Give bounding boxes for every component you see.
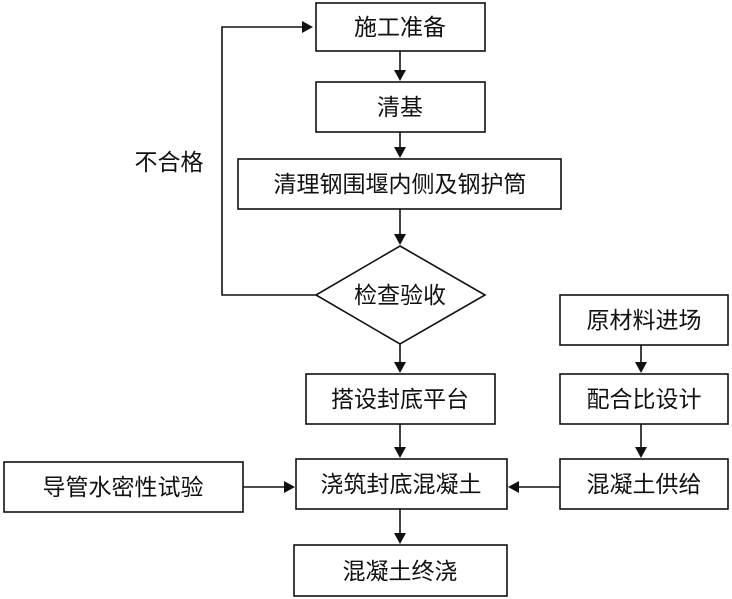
node-clear-base: 清基 (315, 81, 486, 133)
node-pour: 浇筑封底混凝土 (295, 458, 508, 510)
arrowhead (635, 447, 647, 458)
arrowhead (302, 21, 313, 33)
node-platform-label: 搭设封底平台 (331, 387, 469, 413)
node-materials-label: 原材料进场 (587, 308, 702, 334)
node-supply-label: 混凝土供给 (587, 472, 702, 498)
arrowhead (394, 447, 406, 458)
fail-label: 不合格 (135, 150, 204, 176)
node-conduit-test-label: 导管水密性试验 (43, 475, 204, 501)
node-clean-cofferdam-label: 清理钢围堰内侧及钢护筒 (274, 172, 527, 198)
node-finish-label: 混凝土终浇 (343, 559, 458, 585)
node-materials: 原材料进场 (559, 294, 729, 346)
arrowhead (394, 147, 406, 158)
arrowhead (284, 481, 295, 493)
edge-fail-loop (221, 26, 316, 296)
connectors (221, 21, 647, 544)
node-finish: 混凝土终浇 (293, 544, 508, 597)
node-supply: 混凝土供给 (559, 458, 729, 510)
node-inspect-label: 检查验收 (354, 283, 446, 309)
node-platform: 搭设封底平台 (305, 373, 496, 425)
node-mix-design: 配合比设计 (559, 373, 729, 425)
node-clear-base-label: 清基 (377, 95, 423, 121)
node-clean-cofferdam: 清理钢围堰内侧及钢护筒 (237, 158, 562, 210)
node-prep-label: 施工准备 (354, 15, 446, 41)
node-conduit-test: 导管水密性试验 (3, 461, 244, 513)
node-pour-label: 浇筑封底混凝土 (321, 472, 482, 498)
arrowhead (394, 362, 406, 373)
node-prep: 施工准备 (315, 2, 486, 52)
arrowhead (394, 70, 406, 81)
arrowhead (635, 362, 647, 373)
arrowhead (508, 481, 519, 493)
node-mix-design-label: 配合比设计 (587, 387, 702, 413)
arrowhead (394, 533, 406, 544)
arrowhead (394, 234, 406, 245)
node-inspect: 检查验收 (314, 245, 487, 345)
